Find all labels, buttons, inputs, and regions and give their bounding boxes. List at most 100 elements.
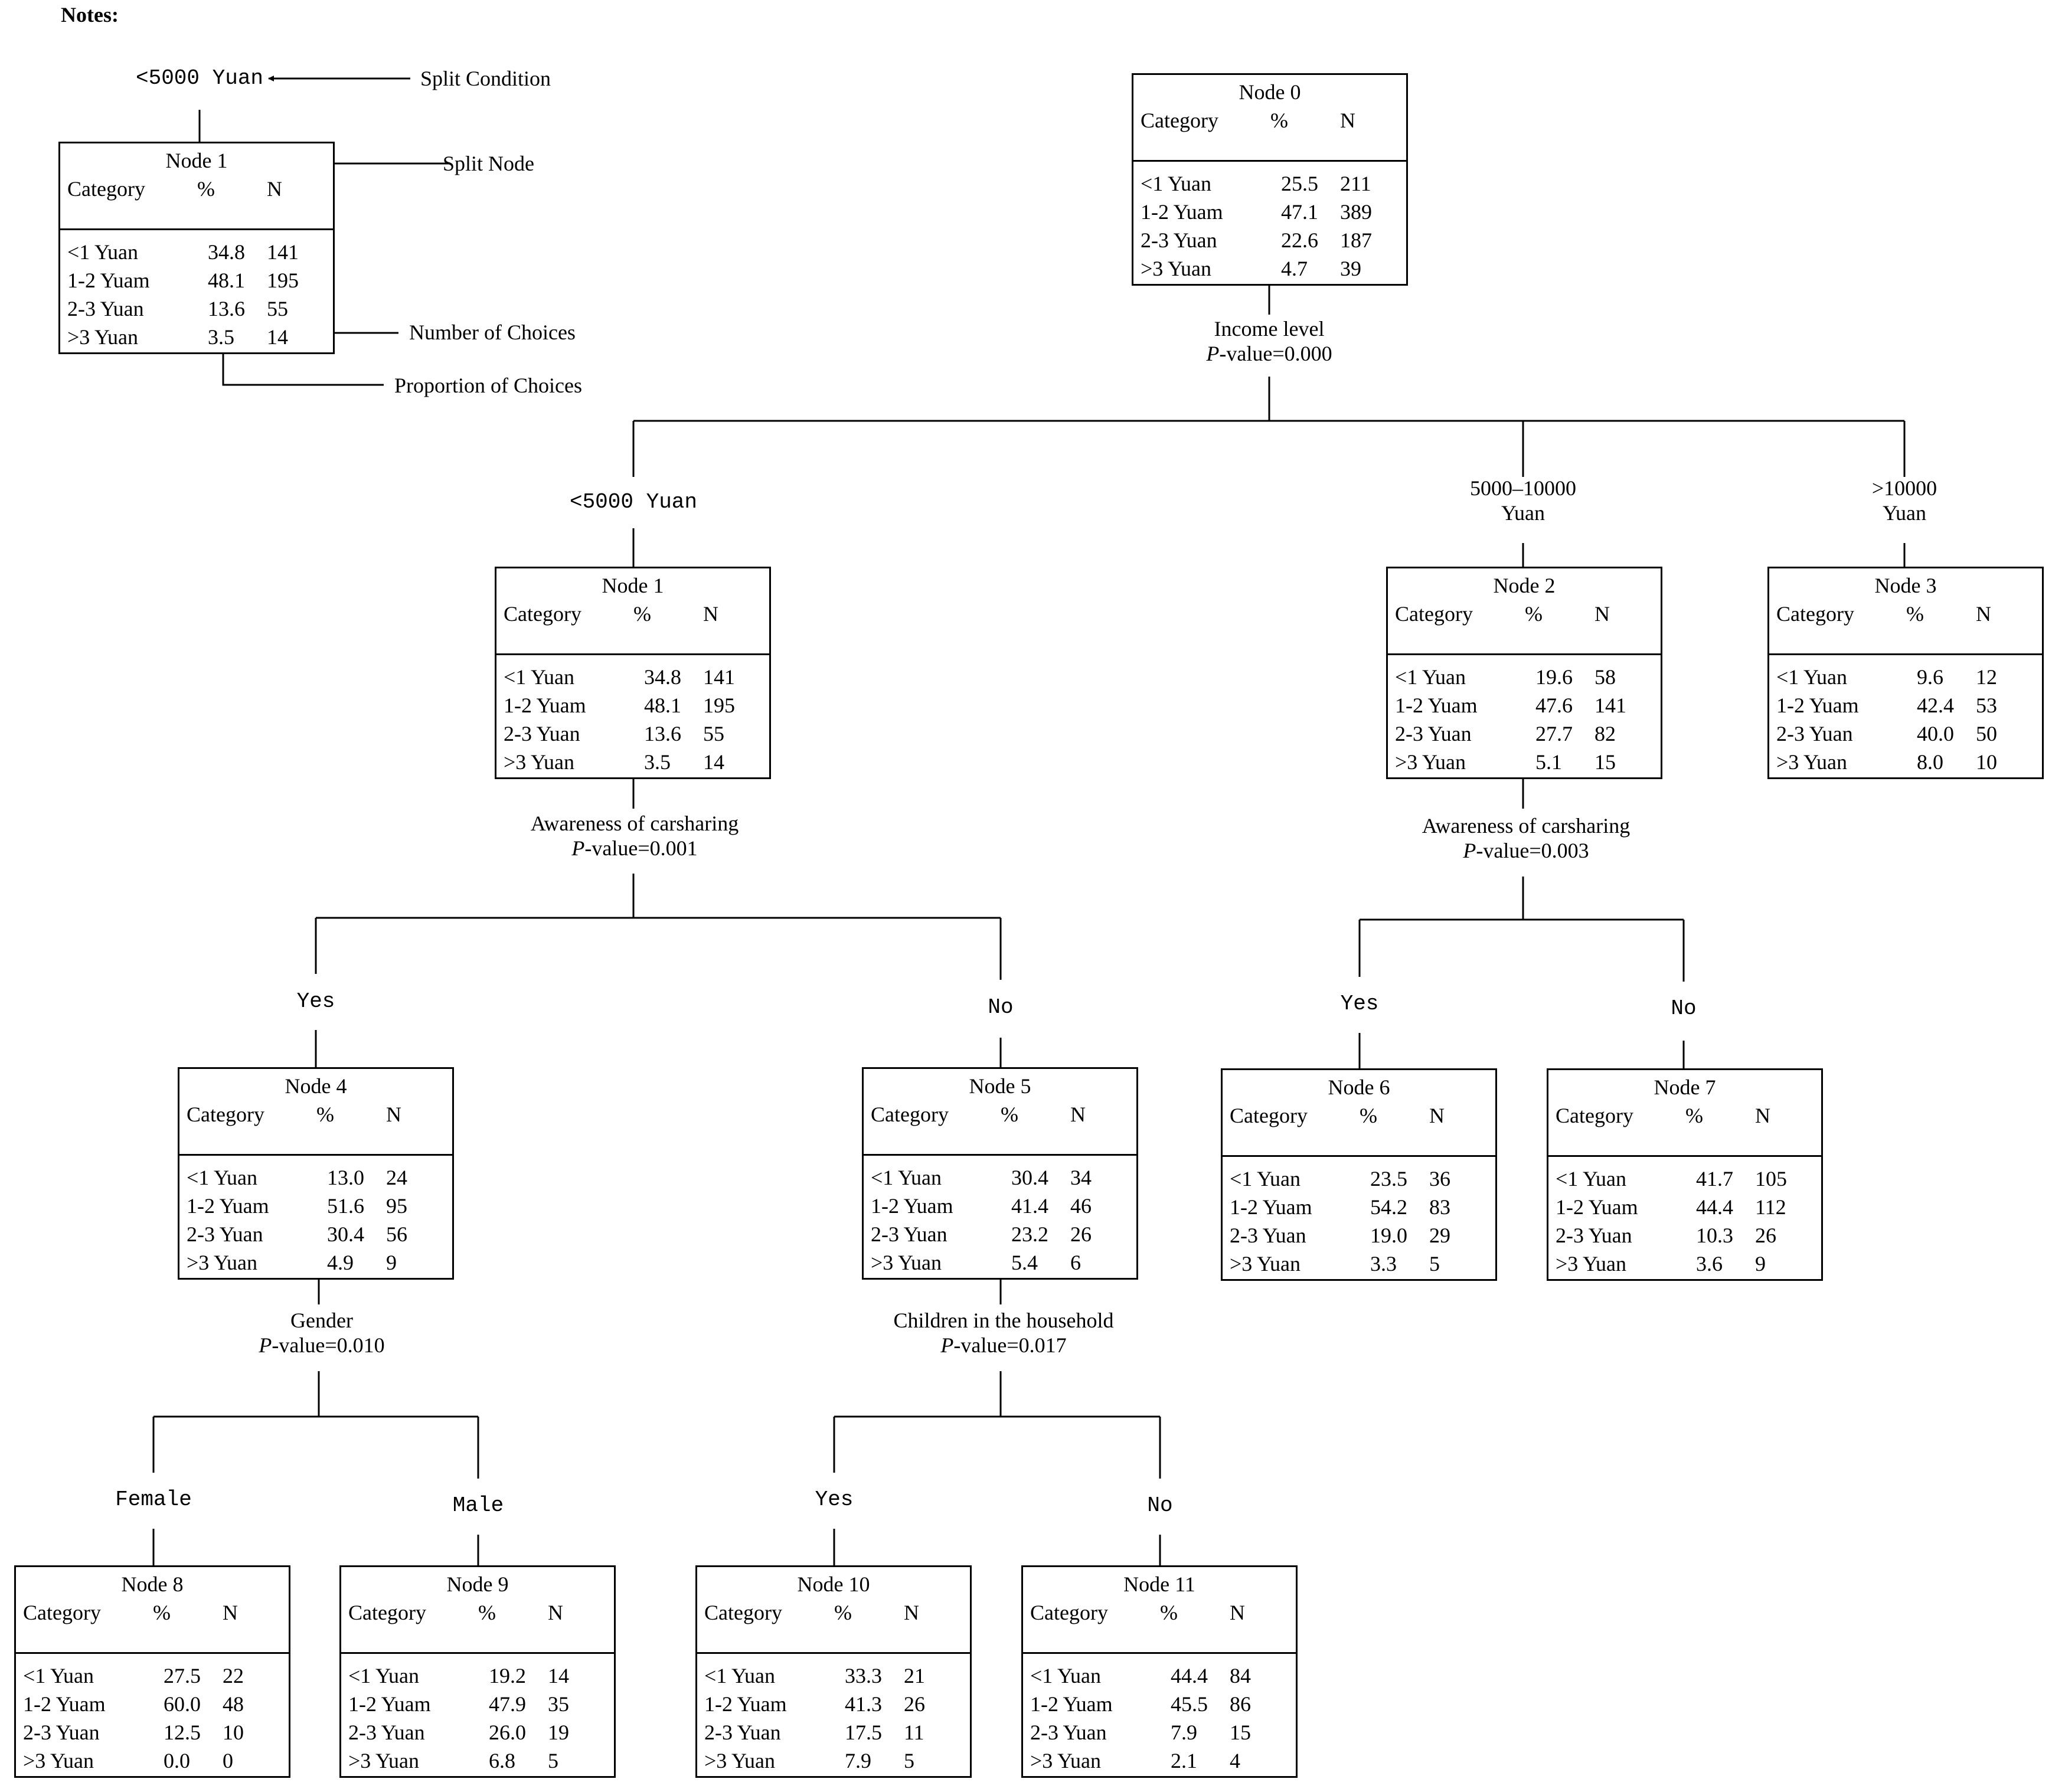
row-count: 46 xyxy=(1070,1194,1092,1218)
row-category: >3 Yuan xyxy=(23,1749,94,1773)
p-prefix: P xyxy=(940,1333,954,1357)
row-count: 141 xyxy=(703,665,735,689)
node-title: Node 2 xyxy=(1493,574,1556,597)
row-category: 1-2 Yuam xyxy=(1776,694,1859,717)
row-percent: 34.8 xyxy=(208,240,245,264)
row-percent: 45.5 xyxy=(1171,1692,1208,1716)
split-variable: Awareness of carsharing xyxy=(1422,814,1631,838)
row-percent: 2.1 xyxy=(1171,1749,1197,1773)
row-percent: 23.5 xyxy=(1370,1167,1407,1191)
row-count: 5 xyxy=(904,1749,914,1773)
condition-node-1: <5000 Yuan xyxy=(569,490,698,514)
row-category: 1-2 Yuam xyxy=(187,1194,269,1218)
row-category: 1-2 Yuam xyxy=(67,269,150,292)
column-header-n: N xyxy=(1340,109,1355,132)
row-category: 2-3 Yuan xyxy=(348,1721,425,1744)
row-percent: 60.0 xyxy=(164,1692,201,1716)
p-value: -value=0.001 xyxy=(584,836,698,860)
row-percent: 44.4 xyxy=(1171,1664,1208,1688)
row-percent: 13.6 xyxy=(208,297,245,321)
row-category: 2-3 Yuan xyxy=(1230,1224,1306,1247)
row-percent: 41.3 xyxy=(845,1692,882,1716)
column-header-category: Category xyxy=(348,1601,426,1624)
condition-node-8: Female xyxy=(115,1487,192,1512)
row-count: 56 xyxy=(386,1222,407,1246)
row-count: 50 xyxy=(1976,722,1997,745)
legend-proportion-of-choices-label: Proportion of Choices xyxy=(394,374,582,397)
row-count: 19 xyxy=(548,1721,569,1744)
legend-number-of-choices-label: Number of Choices xyxy=(409,321,576,344)
p-value: -value=0.000 xyxy=(1219,342,1332,365)
row-percent: 0.0 xyxy=(164,1749,190,1773)
node-title: Node 0 xyxy=(1239,80,1301,104)
row-percent: 7.9 xyxy=(1171,1721,1197,1744)
row-percent: 47.6 xyxy=(1535,694,1573,717)
row-category: <1 Yuan xyxy=(187,1166,257,1189)
condition-line: 5000–10000 xyxy=(1470,476,1576,500)
row-category: <1 Yuan xyxy=(871,1166,942,1189)
p-prefix: P xyxy=(1463,839,1476,862)
condition-node-5: No xyxy=(988,995,1014,1019)
column-header-percent: % xyxy=(633,602,651,626)
row-count: 34 xyxy=(1070,1166,1092,1189)
row-category: 1-2 Yuam xyxy=(871,1194,953,1218)
row-percent: 4.9 xyxy=(327,1251,354,1274)
p-value: -value=0.003 xyxy=(1476,839,1589,862)
p-value: -value=0.010 xyxy=(272,1333,385,1357)
column-header-category: Category xyxy=(1230,1104,1308,1127)
split-label-node-2: Awareness of carsharing P-value=0.003 xyxy=(1364,813,1688,863)
row-count: 95 xyxy=(386,1194,407,1218)
row-percent: 9.6 xyxy=(1917,665,1943,689)
row-percent: 10.3 xyxy=(1696,1224,1733,1247)
row-percent: 41.4 xyxy=(1011,1194,1048,1218)
column-header-percent: % xyxy=(834,1601,852,1624)
row-category: 2-3 Yuan xyxy=(871,1222,947,1246)
node-title: Node 1 xyxy=(602,574,664,597)
column-header-category: Category xyxy=(187,1103,264,1126)
row-count: 9 xyxy=(1755,1252,1766,1276)
condition-node-3: >10000 Yuan xyxy=(1816,476,1993,525)
row-category: >3 Yuan xyxy=(504,750,574,774)
column-header-category: Category xyxy=(871,1103,949,1126)
row-category: <1 Yuan xyxy=(704,1664,775,1688)
p-prefix: P xyxy=(259,1333,272,1357)
split-label-node-5: Children in the household P-value=0.017 xyxy=(838,1308,1169,1358)
split-label-node-4: Gender P-value=0.010 xyxy=(177,1308,466,1358)
row-count: 4 xyxy=(1230,1749,1240,1773)
row-category: 1-2 Yuam xyxy=(1556,1195,1638,1219)
row-count: 55 xyxy=(703,722,724,745)
split-variable: Children in the household xyxy=(893,1309,1114,1332)
row-category: <1 Yuan xyxy=(67,240,138,264)
p-prefix: P xyxy=(1206,342,1220,365)
condition-line: Yuan xyxy=(1501,501,1545,525)
row-percent: 40.0 xyxy=(1917,722,1954,745)
